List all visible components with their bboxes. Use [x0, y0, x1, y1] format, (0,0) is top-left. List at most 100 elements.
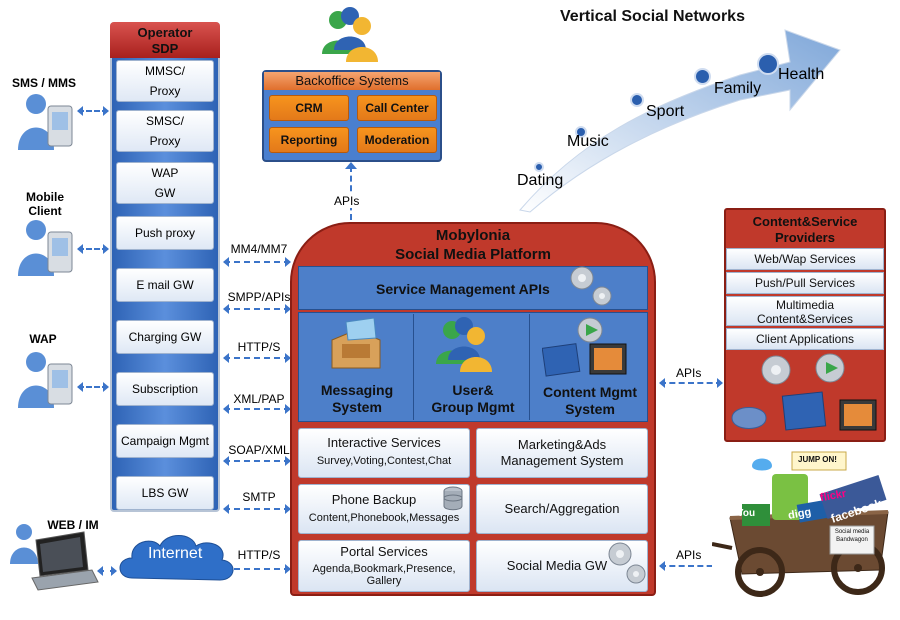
phone-backup-box: Phone Backup Content,Phonebook,Messages [298, 484, 470, 534]
backoffice-arrow-up [345, 162, 357, 169]
backoffice-apis-label: APIs [332, 194, 362, 208]
internet-label: Internet [148, 545, 203, 562]
backoffice-title: Backoffice Systems [264, 72, 440, 90]
user-group-line2: Group Mgmt [431, 399, 515, 415]
sdp-item-charging-gw: Charging GW [116, 320, 214, 354]
bandwagon-sign-line2: Bandwagon [836, 537, 868, 543]
youtube-logo: You [737, 508, 756, 519]
backoffice-connector [350, 166, 352, 220]
mobile-client-line2: Client [28, 204, 62, 218]
search-aggregation-box: Search/Aggregation [476, 484, 648, 534]
platform-title-line2: Social Media Platform [395, 246, 551, 263]
content-mgmt-label: Content Mgmt System [534, 384, 646, 418]
mobile-client-line1: Mobile [26, 190, 64, 204]
protocol-arrow [223, 353, 291, 363]
provider-multimedia-line2: Content&Services [756, 312, 854, 326]
provider-multimedia: Multimedia Content&Services [726, 296, 884, 326]
sdp-item-wap-gw: WAP GW [116, 162, 214, 204]
gears-icon [570, 266, 612, 306]
mobile-user-icon [18, 94, 73, 150]
users-icon [322, 7, 378, 62]
sdp-item-push-proxy: Push proxy [116, 216, 214, 250]
vertical-dot [575, 126, 587, 138]
vertical-label-dating: Dating [517, 172, 564, 189]
mobile-client-label: Mobile Client [10, 190, 80, 218]
media-icons [731, 353, 877, 431]
sdp-item-campaign-mgmt: Campaign Mgmt [116, 424, 214, 458]
provider-client-apps: Client Applications [726, 328, 884, 350]
vertical-dot [757, 53, 779, 75]
portal-services-sub1: Agenda,Bookmark,Presence, [312, 563, 456, 575]
mobile-user-icon [18, 220, 73, 276]
portal-services-title: Portal Services [340, 544, 428, 559]
messaging-system-label: Messaging System [304, 382, 410, 416]
marketing-line2: Management System [500, 453, 624, 468]
vertical-dot [694, 68, 711, 85]
providers-arrow [659, 378, 723, 388]
moderation-box: Moderation [357, 127, 437, 153]
marketing-ads-box: Marketing&Ads Management System [476, 428, 648, 478]
database-icon [443, 486, 463, 511]
operator-sdp-title: Operator SDP [110, 22, 220, 58]
messaging-line2: System [332, 399, 382, 415]
vertical-dot [534, 162, 544, 172]
service-management-label: Service Management APIs [376, 281, 550, 297]
sdp-item-subscription: Subscription [116, 372, 214, 406]
phone-backup-sub: Content,Phonebook,Messages [308, 512, 460, 524]
protocol-label: HTTP/S [237, 340, 281, 354]
laptop-icon [10, 524, 99, 591]
provider-multimedia-line1: Multimedia [775, 298, 835, 312]
bandwagon-sign: Social media Bandwagon [830, 528, 874, 544]
sdp-item-label: MMSC/ [145, 64, 185, 78]
vertical-label-family: Family [714, 80, 762, 97]
internet-cloud-icon [119, 535, 234, 581]
sdp-item-lbs-gw: LBS GW [116, 476, 214, 510]
sdp-item-label: Proxy [149, 134, 181, 148]
protocol-arrow [223, 257, 291, 267]
internet-arrow [97, 566, 117, 576]
reporting-box: Reporting [269, 127, 349, 153]
protocol-arrow [223, 404, 291, 414]
bandwagon-sign-line1: Social media [834, 529, 870, 535]
providers-apis-label: APIs [676, 366, 702, 380]
phone-backup-title: Phone Backup [331, 492, 417, 507]
sdp-title-line2: SDP [151, 41, 179, 56]
messaging-line1: Messaging [320, 382, 394, 398]
social-apis-label: APIs [676, 548, 702, 562]
providers-title-line2: Providers [775, 230, 835, 245]
vertical-label-sport: Sport [646, 103, 685, 120]
vertical-dot [630, 93, 644, 107]
sdp-item-mmsc: MMSC/ Proxy [116, 60, 214, 102]
wap-label: WAP [29, 332, 57, 346]
call-center-box: Call Center [357, 95, 437, 121]
device-arrow [77, 382, 109, 392]
content-mgmt-line1: Content Mgmt [542, 384, 638, 400]
protocol-label: SOAP/XML [228, 443, 290, 457]
interactive-services-title: Interactive Services [327, 435, 441, 450]
sdp-item-label: SMSC/ [145, 114, 184, 128]
interactive-services-box: Interactive Services Survey,Voting,Conte… [298, 428, 470, 478]
protocol-label: HTTP/S [237, 548, 281, 562]
sdp-item-smsc: SMSC/ Proxy [116, 110, 214, 152]
provider-web-wap: Web/Wap Services [726, 248, 884, 270]
protocol-label: SMPP/APIs [227, 290, 291, 304]
sdp-item-label: GW [154, 186, 176, 200]
social-bandwagon-cart [712, 448, 898, 604]
sdp-item-label: WAP [151, 166, 179, 180]
interactive-services-sub: Survey,Voting,Contest,Chat [316, 455, 452, 467]
crm-box: CRM [269, 95, 349, 121]
marketing-line1: Marketing&Ads [517, 437, 607, 452]
portal-services-sub2: Gallery [366, 575, 402, 587]
protocol-label: SMTP [242, 490, 276, 504]
providers-title-line1: Content&Service [752, 214, 858, 229]
protocol-arrow [223, 456, 291, 466]
verticals-arrow [519, 29, 841, 213]
vertical-label-health: Health [778, 66, 825, 83]
web-im-label: WEB / IM [47, 518, 99, 532]
user-group-line1: User& [452, 382, 494, 398]
protocol-label: XML/PAP [233, 392, 285, 406]
provider-push-pull: Push/Pull Services [726, 272, 884, 294]
sdp-item-email-gw: E mail GW [116, 268, 214, 302]
user-group-icon [436, 317, 492, 372]
media-icons [542, 317, 627, 377]
